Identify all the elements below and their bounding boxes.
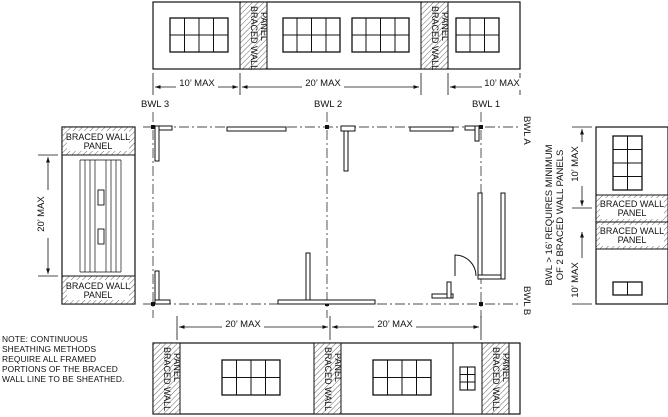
panel-label-line1: BRACED WALL bbox=[66, 281, 130, 291]
window bbox=[372, 359, 432, 396]
wall-line-intersections bbox=[151, 125, 483, 306]
left-elevation: BRACED WALL PANEL BRACED WALL PANEL bbox=[61, 126, 136, 305]
dim-top-mid: 20’ MAX bbox=[305, 78, 341, 89]
braced-wall-panel bbox=[481, 342, 510, 415]
panel-label-line1: BRACED WALL bbox=[66, 132, 130, 142]
panel-label-line2: PANEL bbox=[440, 12, 450, 41]
braced-wall-lines bbox=[143, 112, 520, 318]
braced-wall-panel bbox=[152, 342, 181, 415]
panel-label-line1: BRACED WALL bbox=[323, 347, 333, 411]
bwl-2-label: BWL 2 bbox=[314, 99, 342, 110]
note-line: WALL LINE TO BE SHEATHED. bbox=[2, 374, 124, 384]
panel-label-line2: PANEL bbox=[501, 353, 511, 382]
panel-label-line1: BRACED WALL bbox=[491, 347, 501, 411]
note-line: PORTIONS OF THE BRACED bbox=[2, 364, 118, 374]
dim-right-lower: 10’ MAX bbox=[570, 262, 581, 298]
dim-top-left: 10’ MAX bbox=[179, 78, 215, 89]
window bbox=[612, 135, 643, 191]
bottom-elevation: BRACED WALL PANEL BRACED WALL PANEL BRAC… bbox=[152, 342, 521, 415]
siding-lines bbox=[79, 159, 122, 273]
top-elevation: BRACED WALL PANEL BRACED WALL PANEL bbox=[152, 1, 521, 70]
panel-label-line2: PANEL bbox=[259, 12, 269, 41]
panel-label-line1: BRACED WALL bbox=[430, 6, 440, 70]
panel-label-line1: BRACED WALL bbox=[600, 199, 664, 209]
door-swing bbox=[454, 254, 477, 277]
window bbox=[455, 17, 500, 53]
window bbox=[282, 17, 341, 53]
bwl-a-label: BWL A bbox=[521, 116, 532, 145]
panel-label-line1: BRACED WALL bbox=[600, 226, 664, 236]
dim-right-upper: 10’ MAX bbox=[570, 146, 581, 182]
bwl-b-label: BWL B bbox=[521, 286, 532, 315]
bwl-3-label: BWL 3 bbox=[141, 99, 169, 110]
wall-segments bbox=[154, 125, 506, 305]
window bbox=[221, 359, 281, 396]
note-line: SHEATHING METHODS bbox=[2, 344, 96, 354]
braced-wall-panel bbox=[420, 1, 449, 70]
bwl-1-label: BWL 1 bbox=[472, 99, 500, 110]
note-line: NOTE: CONTINUOUS bbox=[2, 334, 88, 344]
panel-label-line2: PANEL bbox=[333, 353, 343, 382]
window bbox=[169, 17, 229, 53]
panel-label-line1: BRACED WALL bbox=[249, 6, 259, 70]
floor-plan bbox=[143, 112, 520, 318]
note-block: NOTE: CONTINUOUS SHEATHING METHODS REQUI… bbox=[2, 334, 124, 384]
dim-top-right: 10’ MAX bbox=[484, 78, 520, 89]
window bbox=[351, 17, 410, 53]
panel-label-line2: PANEL bbox=[618, 235, 647, 245]
braced-wall-panel bbox=[239, 1, 268, 70]
note-line: REQUIRE ALL FRAMED bbox=[2, 354, 96, 364]
side-note-line2: OF 2 BRACED WALL PANELS bbox=[555, 150, 566, 281]
right-elevation: BRACED WALL PANEL BRACED WALL PANEL bbox=[595, 126, 668, 305]
dim-left-vertical: 20’ MAX bbox=[36, 196, 47, 232]
window bbox=[612, 281, 643, 296]
window bbox=[97, 189, 105, 206]
panel-label-line1: BRACED WALL bbox=[162, 347, 172, 411]
braced-wall-panel bbox=[313, 342, 342, 415]
side-note-line1: BWL > 16’ REQUIRES MINIMUM bbox=[544, 144, 555, 285]
panel-label-line2: PANEL bbox=[172, 353, 182, 382]
door bbox=[452, 342, 483, 415]
panel-label-line2: PANEL bbox=[84, 290, 113, 300]
panel-label-line2: PANEL bbox=[84, 141, 113, 151]
panel-label-line2: PANEL bbox=[618, 208, 647, 218]
window bbox=[97, 228, 105, 245]
dim-bottom-left: 20’ MAX bbox=[225, 319, 261, 330]
dim-bottom-right: 20’ MAX bbox=[377, 319, 413, 330]
